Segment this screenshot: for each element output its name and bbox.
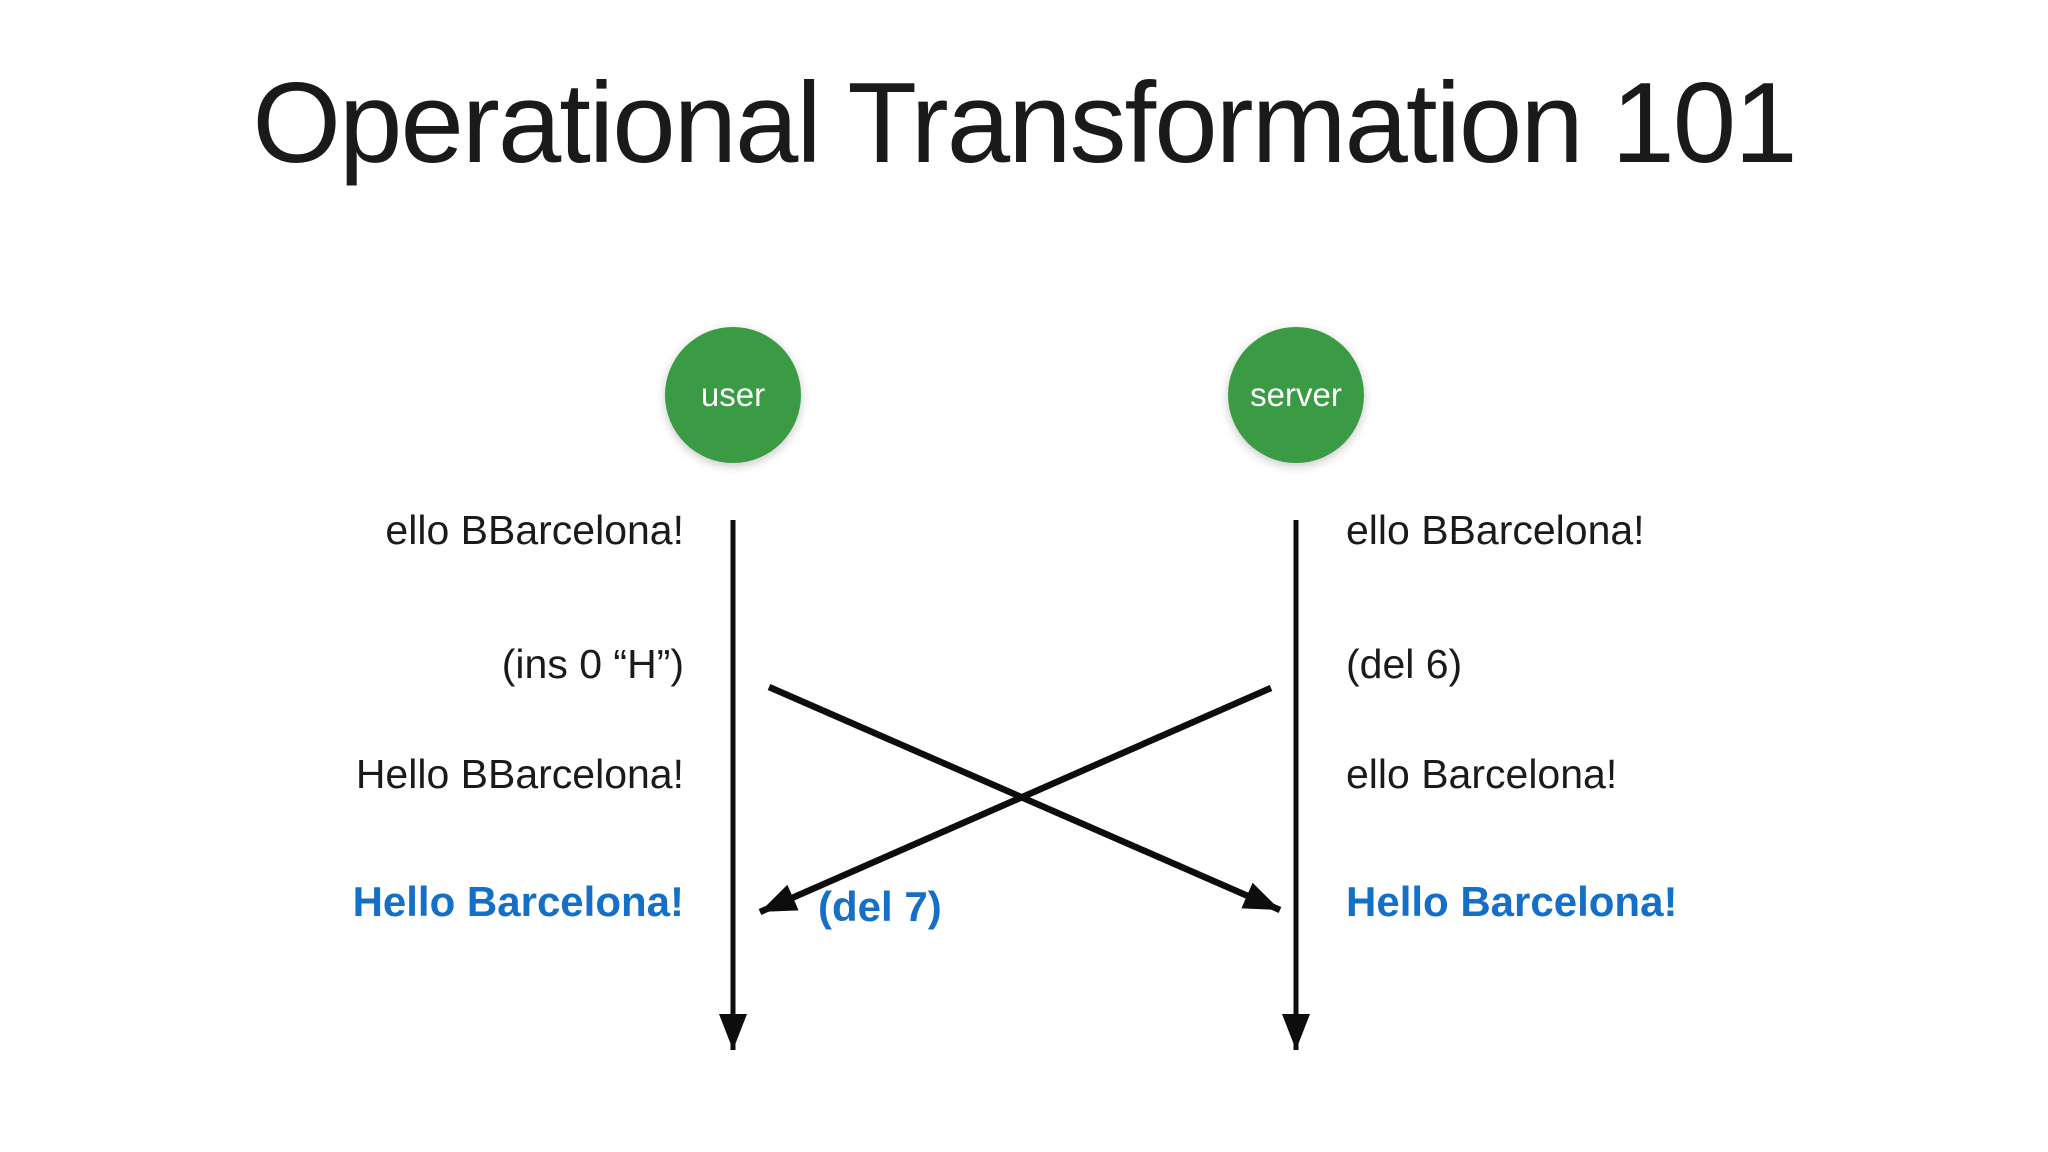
user-doc-after-insert: Hello BBarcelona! [355, 751, 684, 797]
server-op-delete: (del 6) [1346, 641, 1463, 687]
user-node: user [665, 327, 801, 463]
server-doc-final: Hello Barcelona! [1346, 878, 1678, 925]
transformed-op-label: (del 7) [818, 883, 942, 930]
server-doc-after-delete: ello Barcelona! [1346, 751, 1618, 797]
server-to-user-transform-arrow [758, 685, 1273, 915]
user-to-server-transform-arrow [767, 684, 1282, 913]
user-doc-initial: ello BBarcelona! [385, 507, 684, 553]
slide-title: Operational Transformation 101 [252, 60, 1797, 187]
user-op-insert: (ins 0 “H”) [501, 641, 684, 687]
user-doc-final: Hello Barcelona! [352, 878, 684, 925]
server-doc-initial: ello BBarcelona! [1346, 507, 1645, 553]
server-node-label: server [1250, 376, 1342, 413]
server-node: server [1228, 327, 1364, 463]
user-node-label: user [700, 376, 766, 413]
